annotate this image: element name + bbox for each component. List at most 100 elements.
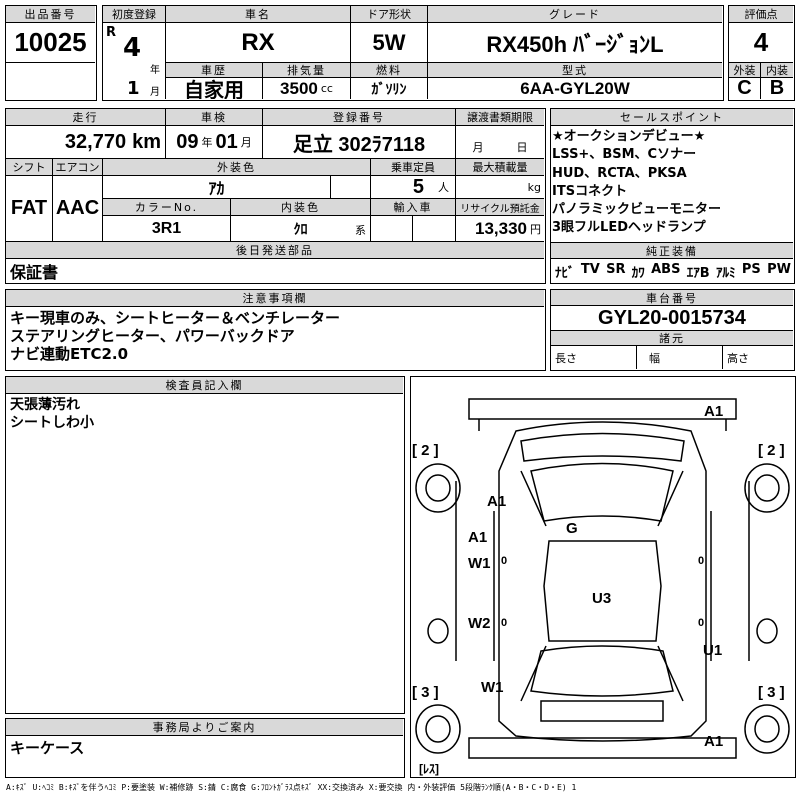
aircon-label: エアコン bbox=[53, 159, 103, 176]
grade: RX450h ﾊﾞｰｼﾞｮﾝL bbox=[428, 23, 722, 63]
equipment-item: PS bbox=[741, 262, 761, 277]
mark-door-1: A1 bbox=[468, 529, 487, 546]
car-diagram-svg: A1 [ 2 ] [ 2 ] A1 G A1 W1 0 0 U3 W2 0 0 … bbox=[412, 398, 790, 776]
recycle-label: リサイクル預託金 bbox=[456, 199, 544, 216]
equipment-item: ｶﾜ bbox=[631, 266, 645, 281]
history-label: 車歴 bbox=[166, 63, 263, 78]
year-unit: 年 bbox=[150, 65, 160, 76]
fuel: ｶﾞｿﾘﾝ bbox=[351, 78, 428, 99]
mark-quarter: W1 bbox=[481, 679, 504, 696]
mileage-label: 走行 bbox=[6, 109, 166, 126]
mark-zero: 0 bbox=[698, 617, 704, 629]
era: R bbox=[106, 25, 117, 40]
equipment-item: TV bbox=[580, 262, 600, 277]
mark-roof: U3 bbox=[592, 590, 611, 607]
inspector-line: 天張薄汚れ bbox=[10, 397, 80, 413]
first-reg-month: 1 bbox=[127, 78, 140, 99]
notes-box: 注意事項欄 キー現車のみ、シートヒーター＆ベンチレーター ステアリングヒーター、… bbox=[5, 289, 546, 371]
int-color-label: 内装色 bbox=[231, 199, 371, 216]
chassis-label: 車台番号 bbox=[551, 290, 793, 306]
int-grade-label: 内装 bbox=[761, 63, 793, 78]
car-name: RX bbox=[166, 23, 351, 63]
ext-grade-label: 外装 bbox=[729, 63, 761, 78]
sales-points-list: ★オークションデビュー★ LSS+、BSM、Cソナー HUD、RCTA、PKSA… bbox=[552, 128, 721, 238]
int-color-suffix: 系 bbox=[355, 224, 366, 237]
score-box: 評価点 4 外装 内装 C B bbox=[728, 5, 795, 101]
month-unit: 月 bbox=[150, 87, 160, 98]
import-label: 輸入車 bbox=[371, 199, 456, 216]
color-no: 3R1 bbox=[103, 216, 231, 242]
mark-windshield: G bbox=[566, 520, 578, 537]
inspector-line: シートしわ小 bbox=[10, 415, 94, 431]
max-load-cell: kg bbox=[456, 176, 544, 199]
color-no-label: カラーNo. bbox=[103, 199, 231, 216]
lot-box: 出品番号 10025 bbox=[5, 5, 97, 101]
car-name-label: 車名 bbox=[166, 6, 351, 23]
mark-door-1b: W1 bbox=[468, 555, 491, 572]
equipment-label: 純正装備 bbox=[551, 242, 793, 259]
equipment-list: ﾅﾋﾞ TV SR ｶﾜ ABS ｴｱB ｱﾙﾐ PS PW bbox=[555, 262, 791, 281]
int-color-cell: ｸﾛ系 bbox=[231, 216, 371, 242]
sales-points-box: セールスポイント ★オークションデビュー★ LSS+、BSM、Cソナー HUD、… bbox=[550, 108, 795, 284]
inspector-notes: 天張薄汚れ シートしわ小 bbox=[10, 396, 94, 432]
shift: FAT bbox=[6, 176, 53, 242]
mark-zero: 0 bbox=[501, 617, 507, 629]
ext-grade: C bbox=[729, 78, 761, 99]
transfer-label: 譲渡書類期限 bbox=[456, 109, 544, 126]
displacement-label: 排気量 bbox=[263, 63, 351, 78]
displacement-unit: cc bbox=[320, 82, 333, 95]
year-unit: 年 bbox=[201, 136, 213, 149]
lot-number: 10025 bbox=[6, 23, 95, 63]
ext-color: ｱｶ bbox=[103, 176, 331, 199]
lot-label: 出品番号 bbox=[6, 6, 95, 23]
inspection-month: 01 bbox=[215, 130, 238, 153]
mark-tire-rl: [ 3 ] bbox=[412, 684, 439, 701]
mark-spare: [ﾚｽ] bbox=[419, 762, 439, 776]
model-label: 型式 bbox=[428, 63, 722, 78]
int-grade: B bbox=[769, 78, 785, 99]
reg-number: 足立 302ﾗ7118 bbox=[263, 126, 456, 159]
later-parts-label: 後日発送部品 bbox=[6, 242, 544, 259]
import-cell-1 bbox=[371, 216, 413, 242]
recycle-fee: 13,330 bbox=[475, 218, 527, 238]
wheels bbox=[415, 463, 790, 754]
chassis-box: 車台番号 GYL20-0015734 諸元 長さ 幅 高さ bbox=[550, 289, 795, 371]
later-parts: 保証書 bbox=[10, 264, 59, 282]
equipment-item: ｱﾙﾐ bbox=[716, 266, 736, 281]
mark-tire-fl: [ 2 ] bbox=[412, 442, 439, 459]
sales-point: ★オークションデビュー★ bbox=[552, 129, 706, 144]
sales-point: パノラミックビューモニター bbox=[552, 202, 722, 218]
score: 4 bbox=[729, 23, 793, 63]
height-label: 高さ bbox=[727, 351, 749, 365]
mileage: 32,770 bbox=[64, 130, 127, 153]
mark-right-side: U1 bbox=[703, 642, 722, 659]
sales-point: LSS+、BSM、Cソナー bbox=[552, 147, 697, 163]
import-cell-2 bbox=[413, 216, 456, 242]
vehicle-info-box: 初度登録 車名 ドア形状 グレード R 4 年 1 月 RX 5W RX450h… bbox=[102, 5, 724, 101]
width-label: 幅 bbox=[637, 346, 723, 369]
mark-tire-fr: [ 2 ] bbox=[758, 442, 785, 459]
grade-label: グレード bbox=[428, 6, 722, 23]
car-outline bbox=[455, 398, 750, 759]
ext-color-extra bbox=[331, 176, 371, 199]
inspection-year: 09 bbox=[176, 130, 199, 153]
legend-text: A:ｷｽﾞ U:ﾍｺﾐ B:ｷｽﾞを伴うﾍｺﾐ P:要塗装 W:補修跡 S:錆 … bbox=[6, 783, 577, 792]
equipment-item: SR bbox=[606, 262, 626, 277]
note-line: ステアリングヒーター、パワーバックドア bbox=[10, 327, 295, 345]
mark-tire-rr: [ 3 ] bbox=[758, 684, 785, 701]
first-reg-label: 初度登録 bbox=[103, 6, 166, 23]
damage-diagram: A1 [ 2 ] [ 2 ] A1 G A1 W1 0 0 U3 W2 0 0 … bbox=[410, 376, 796, 778]
sales-point: 3眼フルLEDヘッドランプ bbox=[552, 220, 706, 236]
inspector-box: 検査員記入欄 天張薄汚れ シートしわ小 bbox=[5, 376, 405, 714]
max-load-unit: kg bbox=[527, 180, 541, 194]
max-load-label: 最大積載量 bbox=[456, 159, 544, 176]
sales-points-label: セールスポイント bbox=[551, 109, 793, 126]
notes-label: 注意事項欄 bbox=[6, 290, 544, 307]
shift-label: シフト bbox=[6, 159, 53, 176]
equipment-item: ABS bbox=[651, 262, 681, 277]
